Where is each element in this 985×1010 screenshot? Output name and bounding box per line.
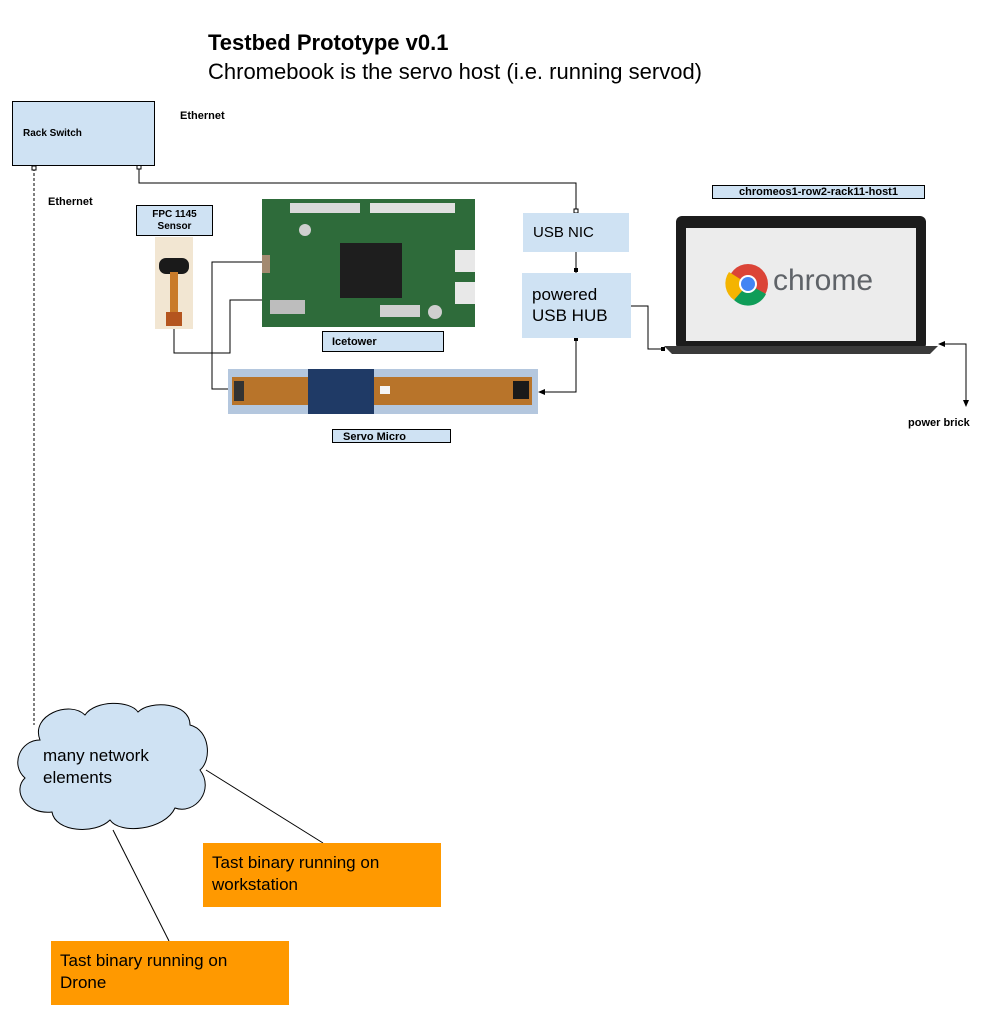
usb-link-hub-to-chromebook [631,305,664,350]
chromebook-image [664,216,938,354]
port-marker [661,347,665,351]
link-cloud-to-drone [112,829,170,942]
ethernet-label-top: Ethernet [180,110,225,122]
arrow-head [538,389,545,395]
power-brick-label: power brick [908,417,970,429]
port-marker [31,165,37,171]
tast-workstation-label: Tast binary running on workstation [212,853,380,894]
usb-hub-node: powered USB HUB [522,273,631,338]
power-link [940,343,967,404]
tast-workstation-node: Tast binary running on workstation [203,843,441,907]
link-cloud-to-workstation [205,769,324,844]
link-fpc-to-icetower [173,299,263,354]
servo-micro-label: Servo Micro [332,429,451,443]
port-marker [574,268,578,272]
diagram-title: Testbed Prototype v0.1 [208,30,449,55]
usb-nic-node: USB NIC [523,213,629,252]
usb-link-hub-to-servo [541,338,577,393]
port-marker [574,337,578,341]
icetower-board-image [262,199,475,327]
icetower-label: Icetower [322,331,444,352]
chrome-logo-text: chrome [773,264,874,297]
arrow-head [938,341,945,347]
fpc-sensor-image [155,237,193,329]
link-servo-to-icetower [211,261,266,390]
tast-drone-node: Tast binary running on Drone [51,941,289,1005]
arrow-head [963,400,969,407]
diagram-subtitle: Chromebook is the servo host (i.e. runni… [208,59,703,84]
tast-drone-label: Tast binary running on Drone [60,951,228,992]
ethernet-link-rack-to-nic [138,166,577,213]
rack-switch-label: Rack Switch [23,128,82,139]
host-label: chromeos1-row2-rack11-host1 [712,185,925,199]
ethernet-label-left: Ethernet [48,196,93,208]
servo-micro-image [228,369,538,414]
cloud-label: many network elements [43,746,149,787]
fpc-sensor-node: FPC 1145 Sensor [136,205,213,236]
network-cloud-shape [17,702,208,830]
rack-switch-node: Rack Switch [12,101,155,166]
